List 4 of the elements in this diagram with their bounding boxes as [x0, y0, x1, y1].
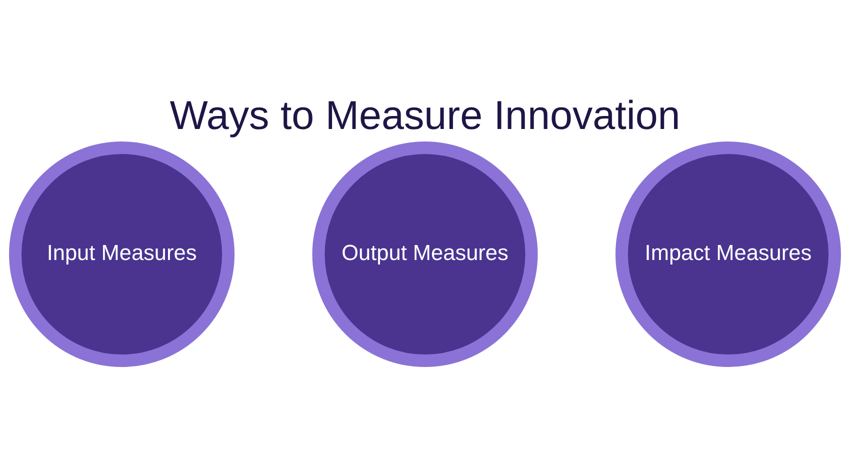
diagram-title: Ways to Measure Innovation	[170, 91, 680, 138]
node-circle: Output Measures	[312, 141, 538, 366]
node-circle: Impact Measures	[615, 141, 841, 366]
node-circle: Input Measures	[9, 141, 235, 366]
